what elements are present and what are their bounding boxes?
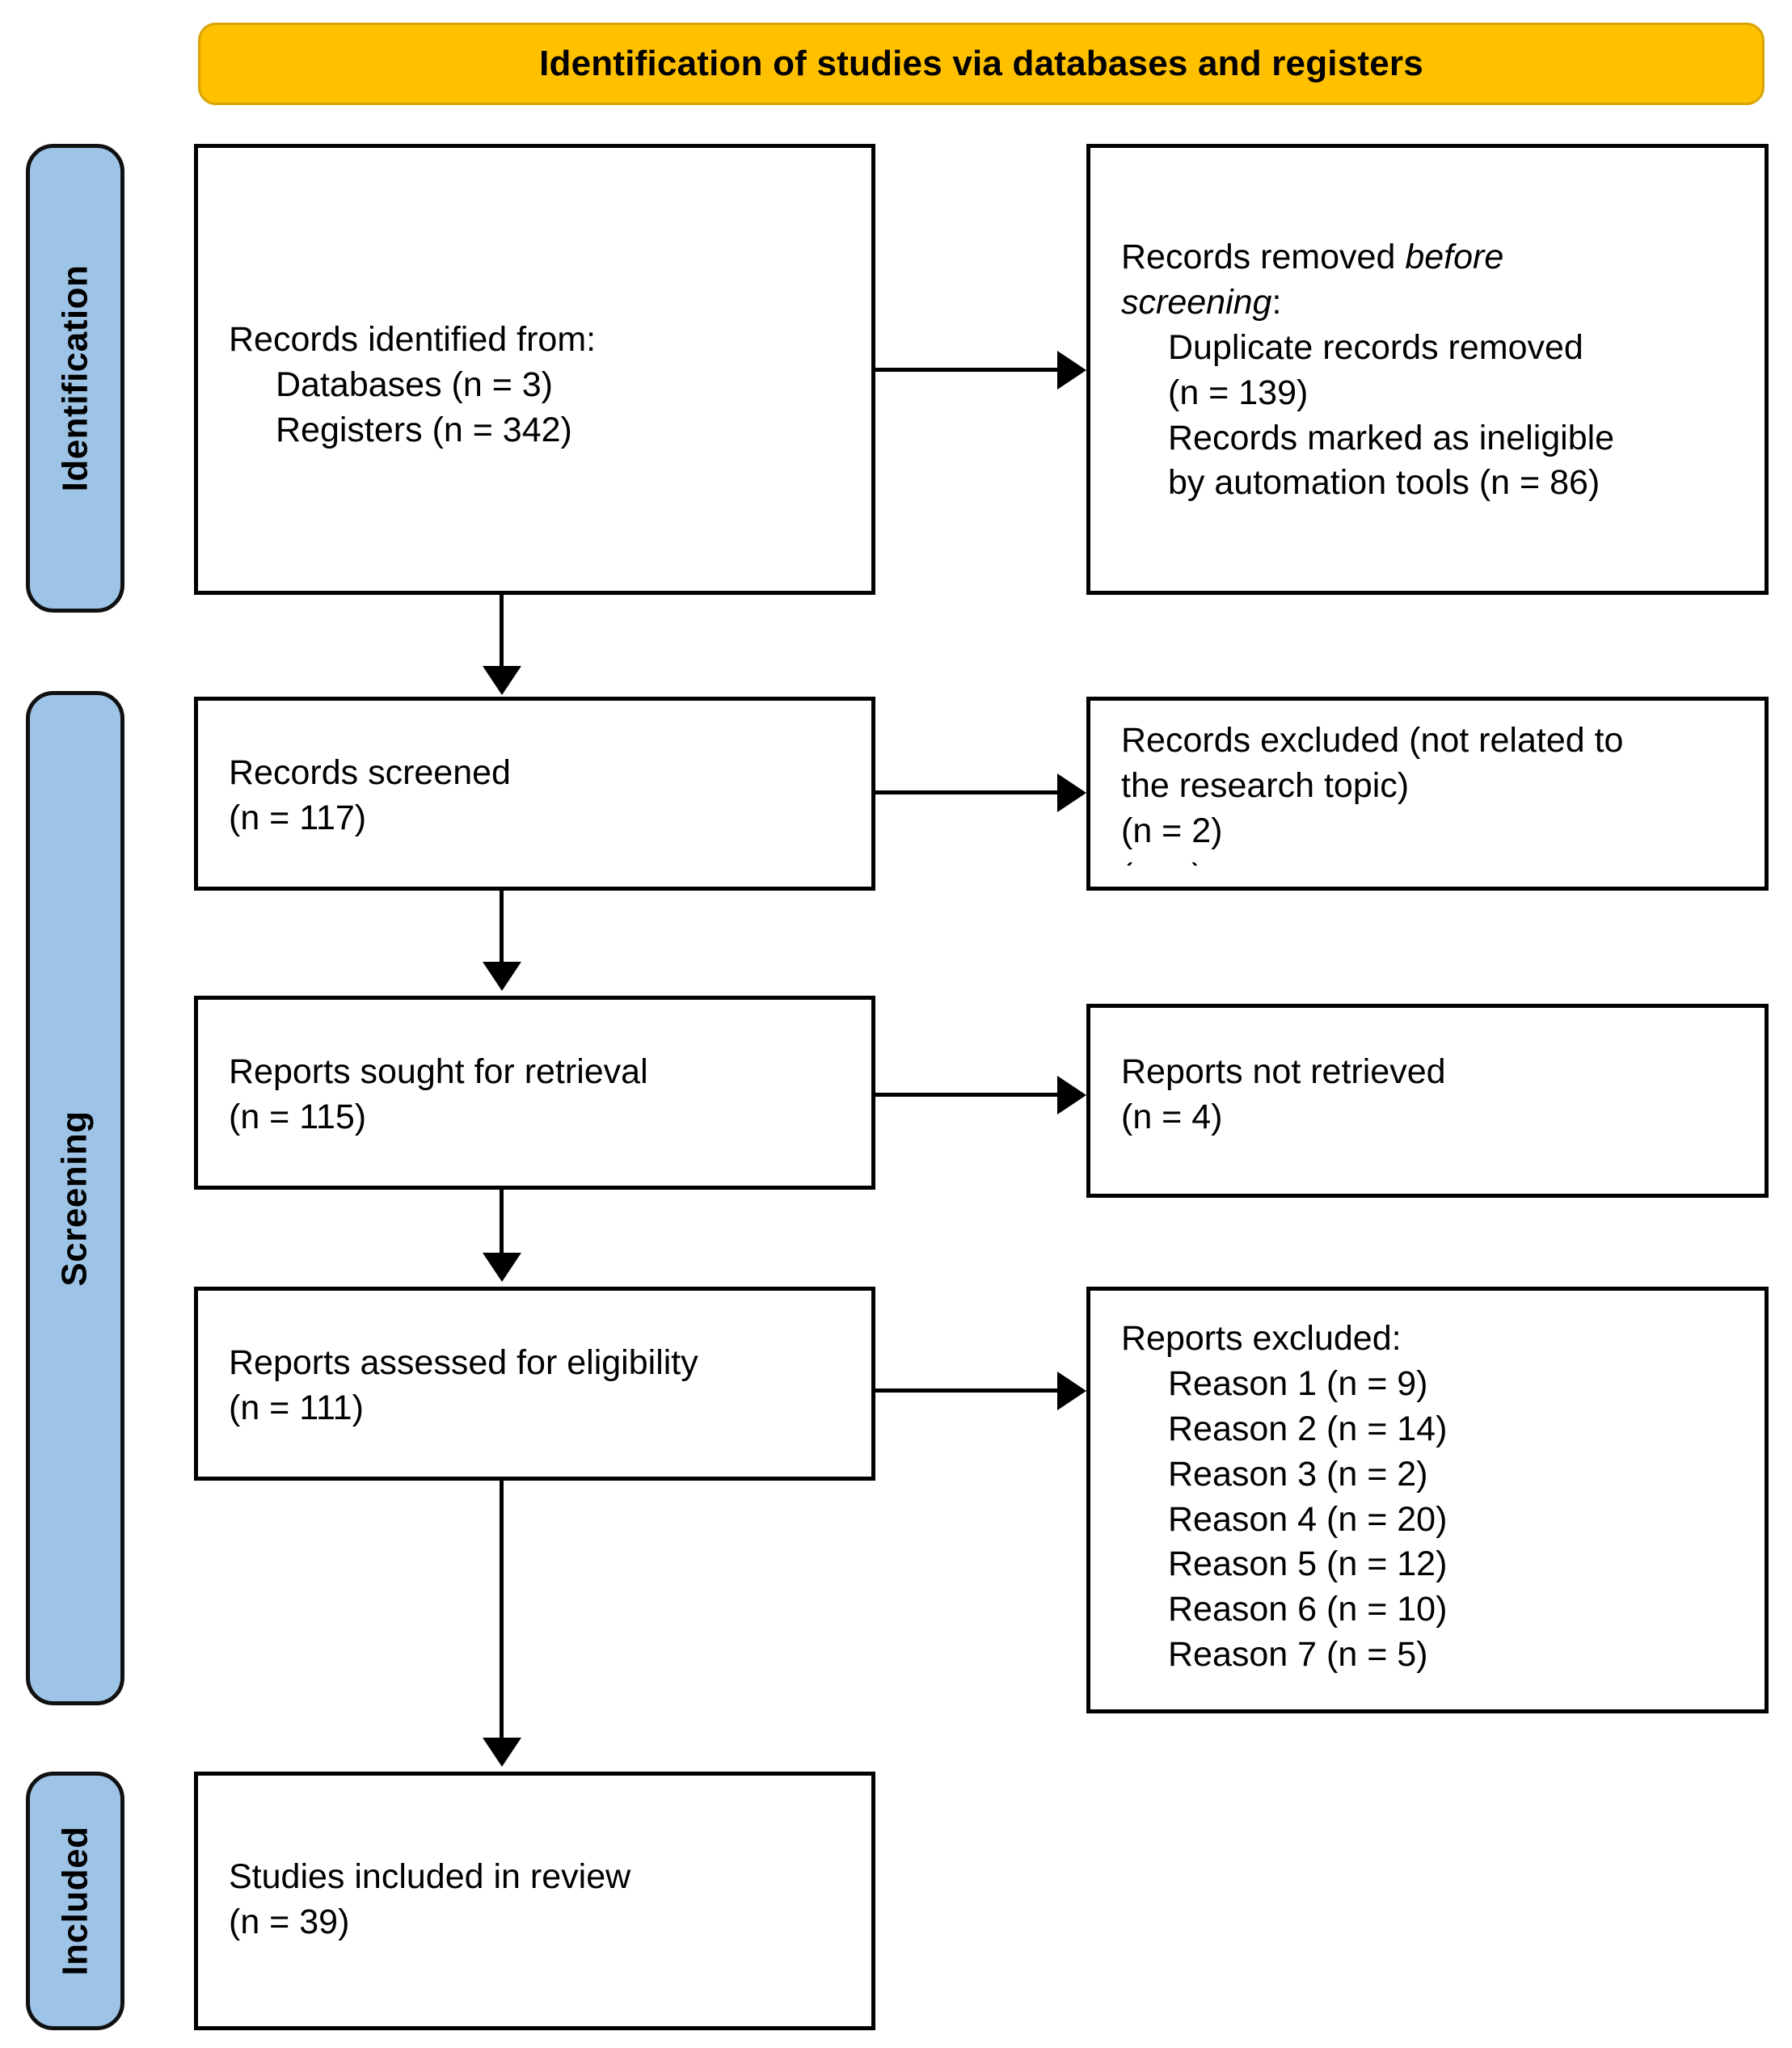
studies-included-line-1: Studies included in review [229, 1857, 631, 1896]
records-removed-colon: : [1271, 282, 1282, 322]
box-records-screened: Records screened (n = 117) [194, 697, 875, 891]
records-removed-italic-before: before [1405, 238, 1504, 276]
arrow-head-screened-to-sought [483, 962, 521, 991]
reports-excluded-reason-1: Reason 1 (n = 9) [1168, 1363, 1428, 1403]
records-excluded-clipped-overflow-line: (n = ) [1121, 854, 1750, 866]
arrow-line-identified-to-removed [875, 368, 1057, 372]
reports-sought-line-1: Reports sought for retrieval [229, 1052, 648, 1091]
records-excluded-line-1: Records excluded (not related to [1121, 721, 1624, 760]
arrow-line-identified-to-screened [500, 595, 504, 669]
reports-excluded-heading: Reports excluded: [1121, 1319, 1402, 1358]
reports-excluded-reason-2: Reason 2 (n = 14) [1168, 1409, 1448, 1448]
reports-excluded-reason-3: Reason 3 (n = 2) [1168, 1454, 1428, 1494]
arrow-line-screened-to-excluded [875, 790, 1057, 794]
banner-title: Identification of studies via databases … [539, 43, 1423, 83]
records-removed-heading-line-2: screening: [1121, 280, 1750, 326]
records-excluded-line-2: the research topic) [1121, 765, 1410, 805]
arrow-head-sought-to-assessed [483, 1253, 521, 1282]
records-removed-line-6: by automation tools (n = 86) [1168, 463, 1600, 503]
arrow-head-screened-to-excluded [1057, 773, 1086, 812]
reports-assessed-line-1: Reports assessed for eligibility [229, 1343, 698, 1382]
box-studies-included: Studies included in review (n = 39) [194, 1772, 875, 2030]
header-banner: Identification of studies via databases … [198, 23, 1765, 105]
studies-included-line-2: (n = 39) [229, 1902, 350, 1941]
reports-excluded-reason-6: Reason 6 (n = 10) [1168, 1590, 1448, 1629]
reports-sought-line-2: (n = 115) [229, 1097, 367, 1136]
reports-not-retrieved-line-1: Reports not retrieved [1121, 1052, 1446, 1091]
stage-bar-included: Included [26, 1772, 124, 2030]
box-reports-sought: Reports sought for retrieval (n = 115) [194, 996, 875, 1190]
records-removed-prefix: Records removed [1121, 238, 1406, 276]
stage-label-included: Included [55, 1826, 95, 1976]
reports-excluded-reason-5: Reason 5 (n = 12) [1168, 1544, 1448, 1584]
records-identified-line-2: Databases (n = 3) [276, 365, 553, 404]
reports-excluded-reason-7: Reason 7 (n = 5) [1168, 1635, 1428, 1675]
records-screened-line-2: (n = 117) [229, 798, 367, 837]
stage-bar-identification: Identification [26, 144, 124, 613]
records-excluded-line-3: (n = 2) [1121, 811, 1223, 850]
arrow-head-identified-to-screened [483, 666, 521, 695]
arrow-head-assessed-to-included [483, 1738, 521, 1767]
records-removed-line-3: Duplicate records removed [1168, 327, 1583, 367]
records-screened-line-1: Records screened [229, 753, 511, 792]
arrow-head-assessed-to-excluded [1057, 1372, 1086, 1410]
reports-assessed-line-2: (n = 111) [229, 1388, 364, 1427]
arrow-head-identified-to-removed [1057, 351, 1086, 390]
box-records-identified: Records identified from: Databases (n = … [194, 144, 875, 595]
arrow-line-sought-to-not-retrieved [875, 1093, 1057, 1097]
box-reports-assessed: Reports assessed for eligibility (n = 11… [194, 1287, 875, 1481]
records-removed-line-5: Records marked as ineligible [1168, 418, 1615, 457]
records-removed-heading-line-1: Records removed before [1121, 235, 1750, 280]
reports-not-retrieved-line-2: (n = 4) [1121, 1097, 1223, 1136]
box-reports-not-retrieved: Reports not retrieved (n = 4) [1086, 1004, 1769, 1198]
stage-bar-screening: Screening [26, 691, 124, 1705]
box-reports-excluded: Reports excluded: Reason 1 (n = 9) Reaso… [1086, 1287, 1769, 1713]
records-removed-italic-screening: screening [1121, 282, 1272, 322]
arrow-head-sought-to-not-retrieved [1057, 1076, 1086, 1115]
stage-label-identification: Identification [55, 264, 95, 492]
arrow-line-screened-to-sought [500, 891, 504, 965]
box-records-excluded: Records excluded (not related to the res… [1086, 697, 1769, 891]
stage-label-screening: Screening [55, 1110, 95, 1287]
records-removed-line-4: (n = 139) [1168, 373, 1309, 412]
arrow-line-assessed-to-included [500, 1481, 504, 1741]
box-records-removed: Records removed before screening: Duplic… [1086, 144, 1769, 595]
records-identified-line-3: Registers (n = 342) [276, 410, 572, 449]
reports-excluded-reason-4: Reason 4 (n = 20) [1168, 1499, 1448, 1539]
records-identified-line-1: Records identified from: [229, 320, 597, 359]
arrow-line-sought-to-assessed [500, 1190, 504, 1256]
arrow-line-assessed-to-excluded [875, 1389, 1057, 1393]
